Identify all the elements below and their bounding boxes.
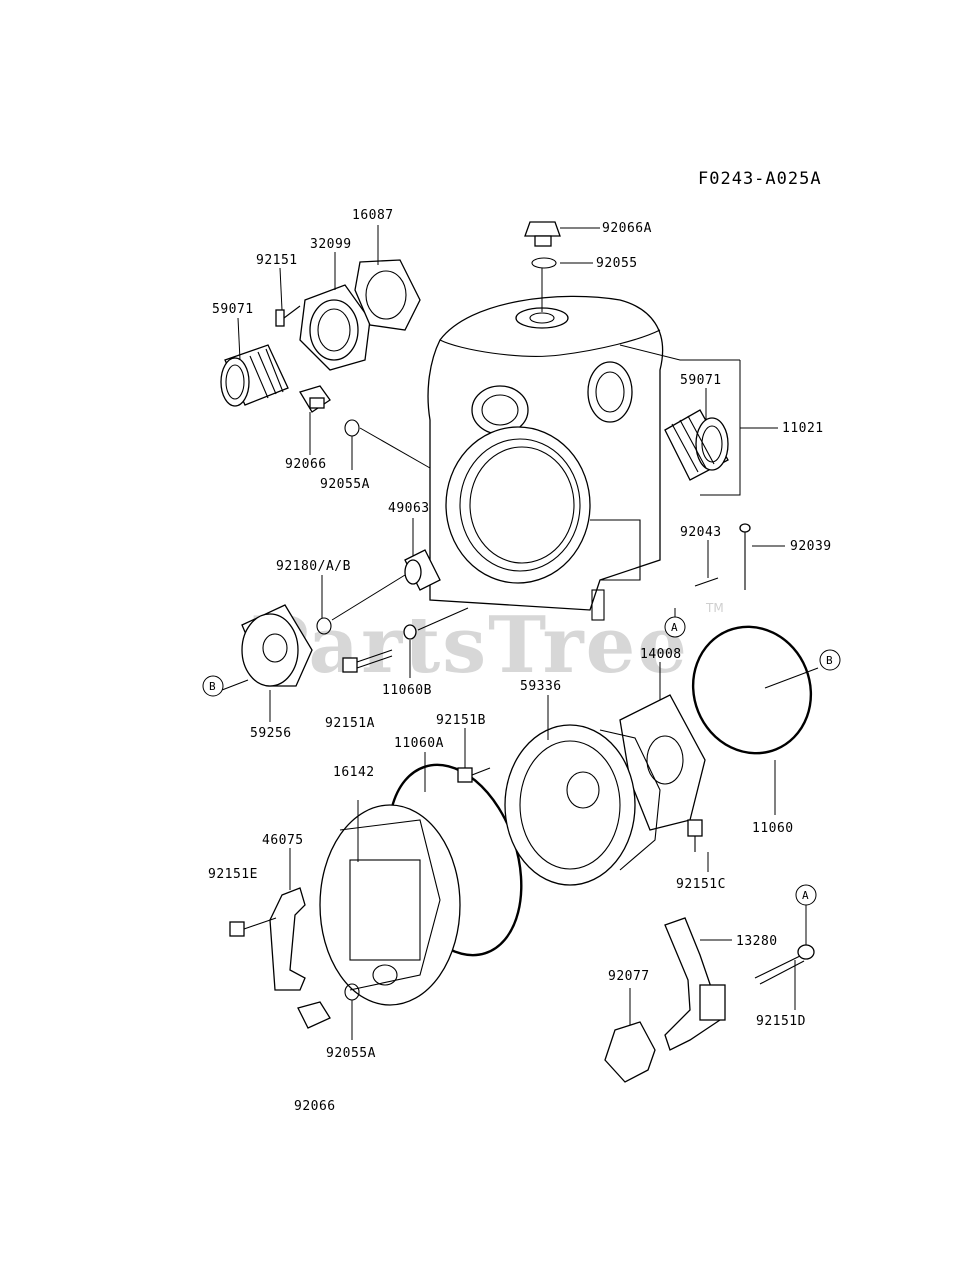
label-11021: 11021 <box>782 421 824 436</box>
part-11060[interactable] <box>674 609 830 771</box>
svg-text:B: B <box>826 654 833 667</box>
callout-a-bottom: A <box>795 884 817 906</box>
watermark: PartsTree <box>250 600 689 691</box>
svg-text:A: A <box>802 889 809 902</box>
label-92077: 92077 <box>608 969 650 984</box>
part-16142[interactable] <box>319 804 461 1006</box>
part-49063[interactable] <box>404 549 441 591</box>
part-92043[interactable] <box>694 577 719 587</box>
label-92055A-bottom: 92055A <box>326 1046 376 1061</box>
label-59256: 59256 <box>250 726 292 741</box>
part-59071-right[interactable] <box>664 409 729 481</box>
label-92039: 92039 <box>790 539 832 554</box>
part-92066-top[interactable] <box>299 385 331 413</box>
part-32099[interactable] <box>299 284 371 371</box>
callout-b-left: B <box>202 675 224 697</box>
part-92151D[interactable] <box>754 944 815 985</box>
label-92066-bottom: 92066 <box>294 1099 336 1114</box>
label-32099: 32099 <box>310 237 352 252</box>
part-92151C[interactable] <box>687 819 703 852</box>
label-16087: 16087 <box>352 208 394 223</box>
label-16142: 16142 <box>333 765 375 780</box>
diagram-code: F0243-A025A <box>698 169 822 189</box>
part-92055A-top[interactable] <box>344 419 360 437</box>
label-59336: 59336 <box>520 679 562 694</box>
label-11060A: 11060A <box>394 736 444 751</box>
label-11060B: 11060B <box>382 683 432 698</box>
part-92055[interactable] <box>531 257 557 269</box>
label-59071-left: 59071 <box>212 302 254 317</box>
label-59071-right: 59071 <box>680 373 722 388</box>
part-16087[interactable] <box>354 259 421 331</box>
part-92151A[interactable] <box>342 649 393 673</box>
part-46075[interactable] <box>269 887 306 991</box>
pump-housing[interactable] <box>427 295 664 621</box>
label-92055: 92055 <box>596 256 638 271</box>
part-92066A[interactable] <box>524 221 561 247</box>
callout-b-right: B <box>819 649 841 671</box>
part-59336[interactable] <box>504 724 661 886</box>
label-92180: 92180/A/B <box>276 559 351 574</box>
watermark-tm: TM <box>705 601 724 615</box>
label-92151E: 92151E <box>208 867 258 882</box>
part-92039[interactable] <box>739 523 751 590</box>
label-92066A: 92066A <box>602 221 652 236</box>
label-14008: 14008 <box>640 647 682 662</box>
label-92043: 92043 <box>680 525 722 540</box>
part-11060B[interactable] <box>403 624 417 640</box>
label-46075: 46075 <box>262 833 304 848</box>
svg-text:B: B <box>209 680 216 693</box>
part-92151[interactable] <box>275 305 301 327</box>
label-92151C: 92151C <box>676 877 726 892</box>
part-59071-left[interactable] <box>220 344 289 407</box>
leader-lines <box>221 225 819 1040</box>
callout-a-mid: A <box>664 616 686 638</box>
part-92066-bottom[interactable] <box>297 1001 331 1029</box>
label-92151B: 92151B <box>436 713 486 728</box>
label-92151D: 92151D <box>756 1014 806 1029</box>
label-13280: 13280 <box>736 934 778 949</box>
part-59256[interactable] <box>241 604 313 687</box>
label-92055A-top: 92055A <box>320 477 370 492</box>
label-92151A: 92151A <box>325 716 375 731</box>
part-92077[interactable] <box>604 1021 656 1083</box>
part-92151E[interactable] <box>229 917 277 937</box>
label-11060: 11060 <box>752 821 794 836</box>
label-49063: 49063 <box>388 501 430 516</box>
label-92066-top: 92066 <box>285 457 327 472</box>
part-92180[interactable] <box>316 617 332 635</box>
label-92151: 92151 <box>256 253 298 268</box>
part-13280[interactable] <box>664 917 726 1051</box>
svg-text:A: A <box>671 621 678 634</box>
